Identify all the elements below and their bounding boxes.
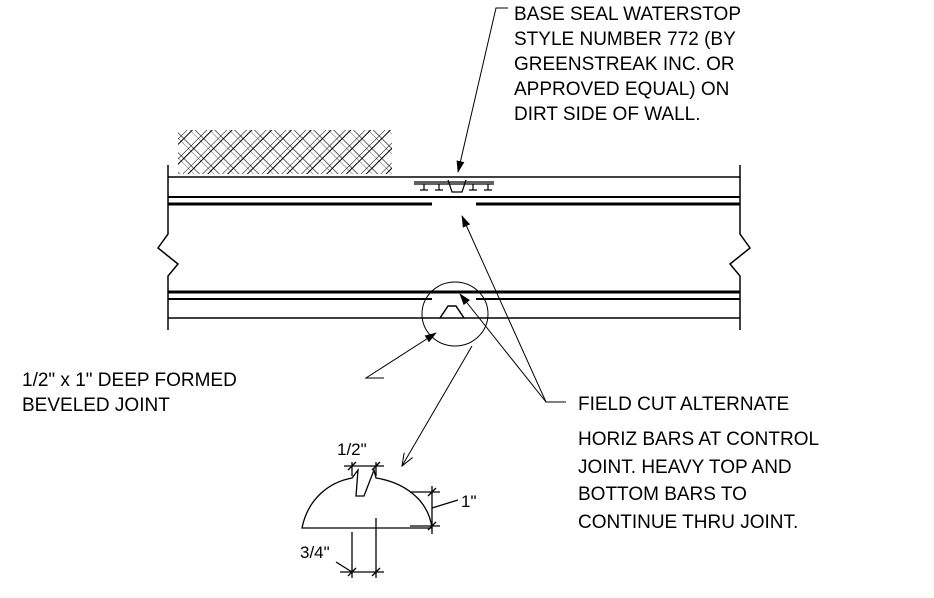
leader-lines: [364, 7, 566, 466]
note-line: DIRT SIDE OF WALL.: [514, 104, 701, 125]
note-line: FIELD CUT ALTERNATE: [578, 394, 789, 415]
reinforcing-bars: [168, 196, 740, 300]
note-line: BEVELED JOINT: [22, 395, 170, 416]
soil-hatch: [178, 130, 392, 174]
note-line: CONTINUE THRU JOINT.: [578, 512, 798, 533]
note-waterstop: BASE SEAL WATERSTOP STYLE NUMBER 772 (BY…: [514, 4, 741, 125]
dim-depth: 1": [461, 492, 477, 511]
joint-enlarged-detail: [301, 461, 459, 578]
note-formed-joint: 1/2" x 1" DEEP FORMED BEVELED JOINT: [22, 370, 237, 416]
waterstop: [414, 179, 494, 193]
note-line: BASE SEAL WATERSTOP: [514, 4, 741, 25]
note-line: 1/2" x 1" DEEP FORMED: [22, 370, 237, 391]
note-line: GREENSTREAK INC. OR: [514, 54, 735, 75]
wall-section: [156, 165, 752, 330]
note-line: STYLE NUMBER 772 (BY: [514, 29, 736, 50]
note-line: HORIZ BARS AT CONTROL: [578, 429, 819, 450]
note-line: APPROVED EQUAL) ON: [514, 79, 729, 100]
dim-bevel: 3/4": [300, 543, 330, 562]
formed-joint: [421, 281, 489, 347]
dim-top-width: 1/2": [337, 440, 367, 459]
note-line: BOTTOM BARS TO: [578, 484, 747, 505]
note-field-cut: FIELD CUT ALTERNATE HORIZ BARS AT CONTRO…: [578, 394, 819, 533]
dimension-labels: 1/2" 1" 3/4": [300, 440, 477, 562]
note-line: JOINT. HEAVY TOP AND: [578, 457, 792, 478]
